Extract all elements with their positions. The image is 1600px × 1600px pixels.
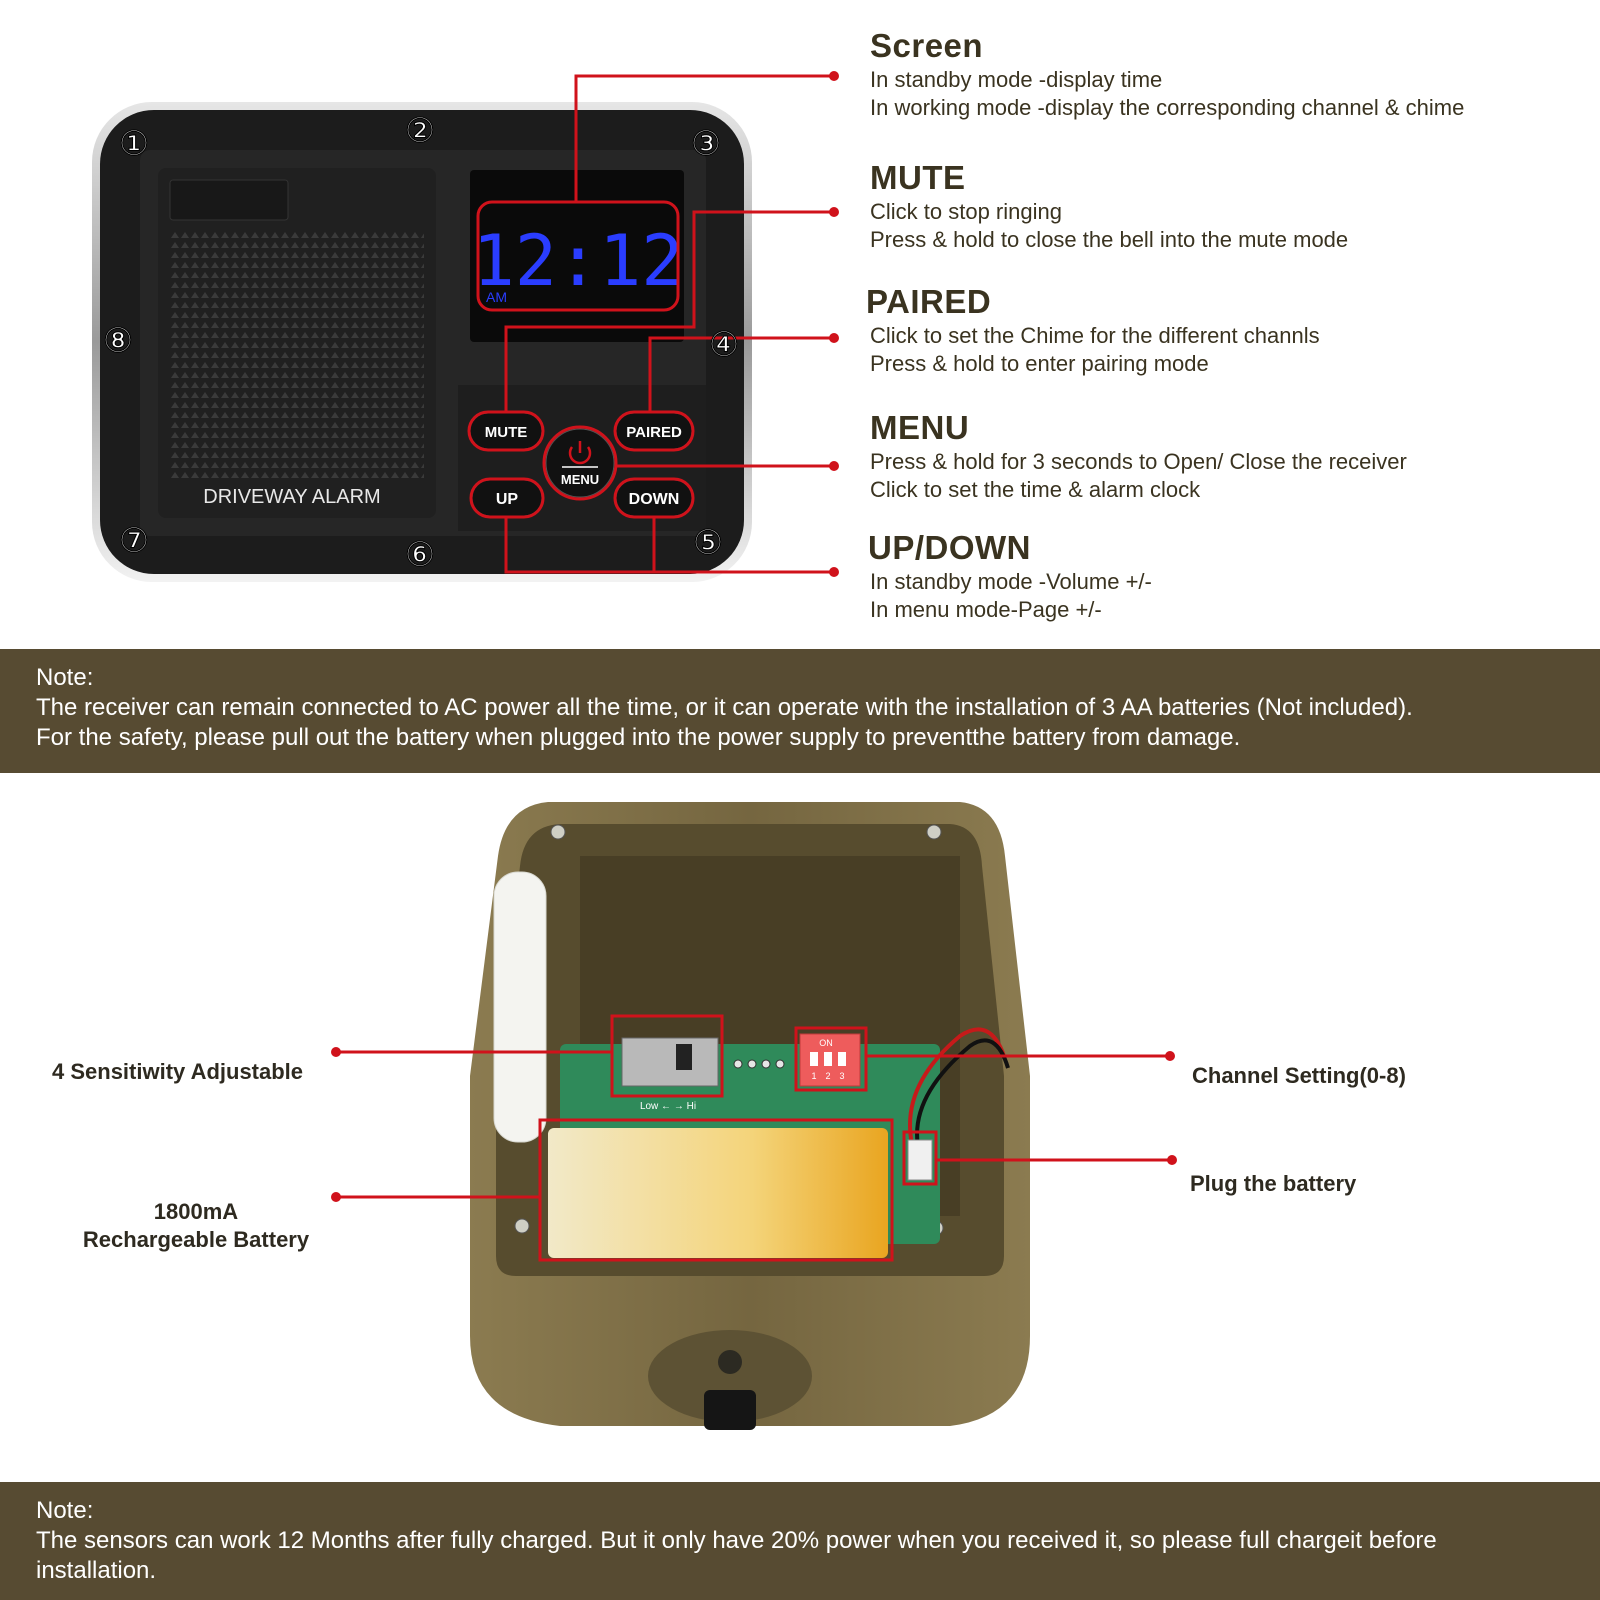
label-channel-setting: Channel Setting(0-8) [1192, 1063, 1406, 1088]
note-line: installation. [36, 1557, 157, 1584]
note-sensor-charging: Note: The sensors can work 12 Months aft… [0, 1482, 1600, 1600]
callout-line: Press & hold for 3 seconds to Open/ Clos… [870, 449, 1407, 474]
paired-highlight [613, 410, 695, 452]
up-button-label: UP [496, 491, 519, 508]
mute-button-label: MUTE [485, 424, 528, 441]
marker-8: ⑧ [103, 321, 133, 361]
display-ampm: AM [486, 289, 507, 305]
note-line: The sensors can work 12 Months after ful… [36, 1527, 1437, 1554]
callout-updown: UP/DOWN In standby mode -Volume +/- In m… [868, 528, 1152, 624]
sensitivity-switch[interactable] [621, 1037, 719, 1087]
note-heading: Note: [36, 664, 94, 691]
marker-3: ③ [691, 124, 721, 164]
up-button[interactable]: UP [471, 479, 543, 517]
callout-title: Screen [870, 27, 984, 64]
callout-title: PAIRED [866, 283, 992, 320]
callout-line: Press & hold to close the bell into the … [870, 227, 1349, 252]
channel-highlight [794, 1026, 868, 1092]
callout-menu: MENU Press & hold for 3 seconds to Open/… [870, 408, 1407, 504]
paired-button-label: PAIRED [626, 424, 682, 441]
callout-title: MENU [870, 409, 970, 446]
note-receiver-power: Note: The receiver can remain connected … [0, 649, 1600, 773]
down-button[interactable]: DOWN [615, 479, 693, 517]
callout-mute: MUTE Click to stop ringing Press & hold … [870, 158, 1348, 254]
dc-port-cover[interactable] [704, 1390, 756, 1430]
plug-highlight [902, 1130, 938, 1186]
marker-2: ② [405, 111, 435, 151]
label-battery-line1: 1800mA [153, 1199, 239, 1224]
sensitivity-switch-label: Low ← → Hi [640, 1101, 696, 1112]
callout-line: In standby mode -display time [870, 67, 1163, 92]
note-line: The receiver can remain connected to AC … [36, 694, 1413, 721]
marker-6: ⑥ [405, 535, 435, 575]
sensor-callout-lines [338, 1014, 1170, 1262]
marker-1: ① [119, 124, 149, 164]
receiver-illustration: DRIVEWAY ALARM 12:12 AM MUTE PAIRED MENU… [92, 71, 839, 582]
menu-highlight [542, 425, 618, 501]
label-battery: 1800mA Rechargeable Battery [76, 1198, 316, 1254]
callout-line: In menu mode-Page +/- [870, 597, 1102, 622]
callout-title: UP/DOWN [868, 529, 1031, 566]
callout-line: In standby mode -Volume +/- [870, 569, 1152, 594]
callout-line: Click to stop ringing [870, 199, 1062, 224]
mute-button[interactable]: MUTE [469, 412, 543, 450]
dip-number: 2 [825, 1071, 830, 1081]
callout-line: Press & hold to enter pairing mode [870, 351, 1209, 376]
dip-number: 1 [811, 1071, 816, 1081]
sensitivity-highlight [610, 1014, 724, 1098]
dip-number: 3 [839, 1071, 844, 1081]
display-panel [470, 170, 684, 342]
battery-highlight [538, 1118, 894, 1262]
rechargeable-battery [548, 1128, 888, 1258]
callout-line: Click to set the time & alarm clock [870, 477, 1201, 502]
menu-button-label: MENU [561, 472, 599, 487]
sensor-illustration: Low ← → Hi ON 1 2 3 [331, 802, 1177, 1430]
note-line: For the safety, please pull out the batt… [36, 724, 1241, 751]
label-battery-line2: Rechargeable Battery [82, 1227, 310, 1252]
marker-5: ⑤ [693, 523, 723, 563]
menu-button[interactable]: MENU [545, 428, 615, 498]
display-time: 12:12 [473, 220, 684, 302]
callout-line: Click to set the Chime for the different… [870, 323, 1320, 348]
callout-title: MUTE [870, 159, 966, 196]
speaker-brand-label: DRIVEWAY ALARM [203, 486, 380, 508]
speaker-grill [170, 228, 424, 478]
battery-connector[interactable] [907, 1139, 933, 1181]
dip-on-label: ON [819, 1038, 833, 1048]
screen-highlight [476, 200, 680, 312]
callout-line: In working mode -display the correspondi… [870, 95, 1465, 120]
sensor-window [169, 179, 289, 221]
note-heading: Note: [36, 1497, 94, 1524]
callout-paired: PAIRED Click to set the Chime for the di… [866, 282, 1320, 378]
marker-4: ④ [709, 325, 739, 365]
label-sensitivity: 4 Sensitiwity Adjustable [52, 1059, 304, 1084]
dc-port-recess [648, 1330, 812, 1422]
power-icon [568, 441, 592, 465]
marker-7: ⑦ [119, 521, 149, 561]
paired-button[interactable]: PAIRED [615, 412, 693, 450]
down-button-label: DOWN [629, 491, 680, 508]
antenna-foam [493, 871, 547, 1143]
callout-screen: Screen In standby mode -display time In … [870, 26, 1464, 122]
receiver-callout-lines [467, 74, 832, 574]
label-plug-battery: Plug the battery [1190, 1171, 1357, 1196]
